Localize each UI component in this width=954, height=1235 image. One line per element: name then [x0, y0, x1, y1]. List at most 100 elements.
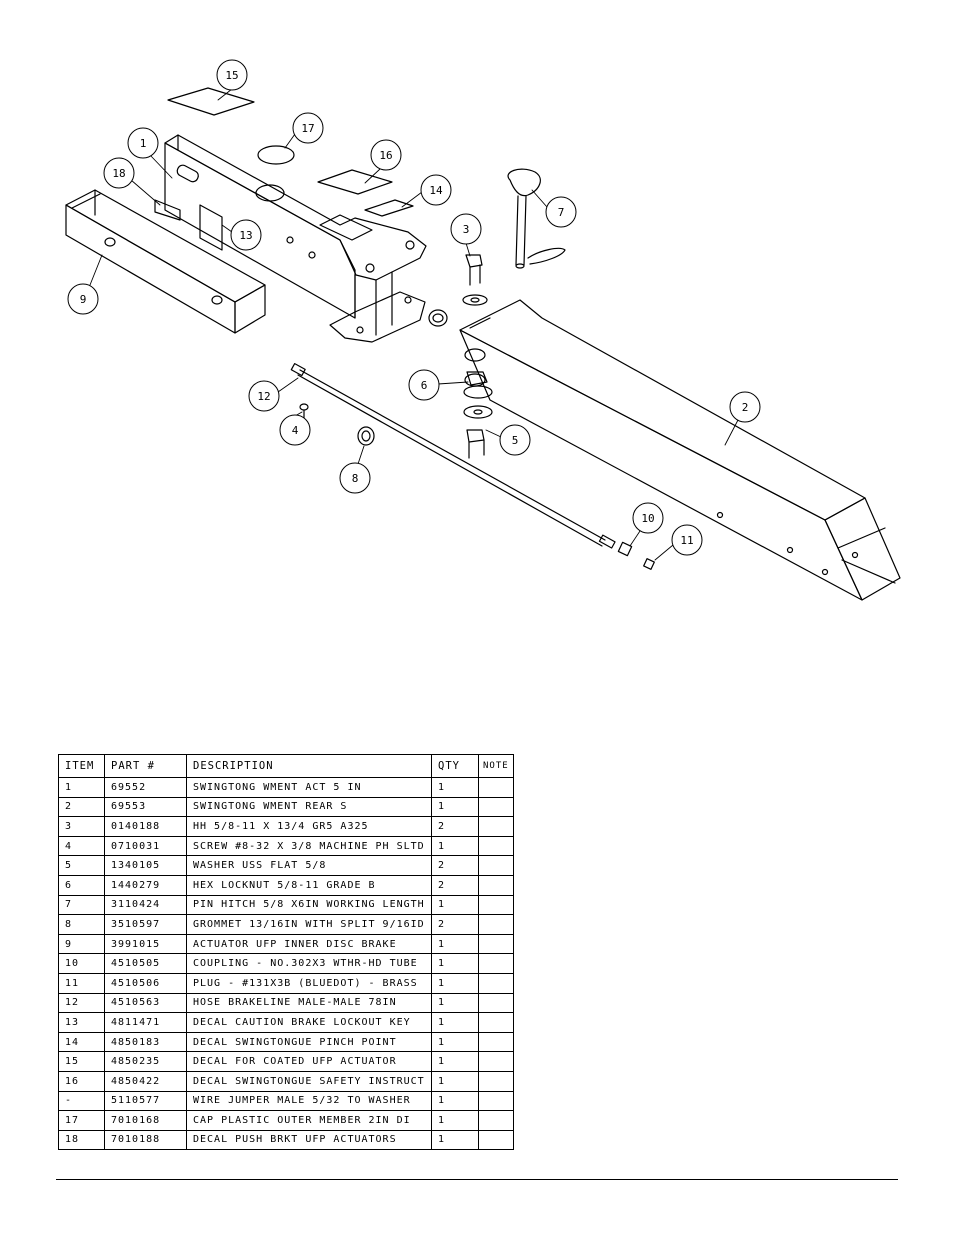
cell-item: 15	[58, 1051, 105, 1072]
callout-number: 16	[379, 149, 392, 162]
cell-item: 11	[58, 972, 105, 994]
cell-description: WASHER USS FLAT 5/8	[186, 855, 432, 876]
cell-description: HOSE BRAKELINE MALE-MALE 78IN	[186, 992, 432, 1014]
callout-number: 17	[301, 122, 314, 135]
callout-10: 10	[632, 502, 664, 534]
cell-note	[478, 1070, 514, 1092]
cell-item: 4	[58, 835, 105, 857]
cell-note	[478, 894, 514, 916]
callout-number: 15	[225, 69, 238, 82]
callout-number: 3	[463, 223, 470, 236]
cell-note	[478, 874, 514, 896]
callout-3: 3	[450, 213, 482, 245]
cell-description: DECAL PUSH BRKT UFP ACTUATORS	[186, 1129, 432, 1151]
callout-number: 1	[140, 137, 147, 150]
cell-qty: 1	[431, 1031, 479, 1053]
callout-number: 18	[112, 167, 125, 180]
callout-number: 8	[352, 472, 359, 485]
table-header-row: ITEM PART # DESCRIPTION QTY NOTE	[58, 754, 514, 778]
callout-1: 1	[127, 127, 159, 159]
callout-circle	[127, 127, 159, 159]
cell-item: 17	[58, 1110, 105, 1131]
cell-item: 18	[58, 1129, 105, 1151]
callout-9: 9	[67, 283, 99, 315]
callout-circle	[545, 196, 577, 228]
cell-part: 7010188	[104, 1129, 187, 1151]
cell-qty: 2	[431, 855, 479, 876]
callout-circle	[103, 157, 135, 189]
cell-note	[478, 835, 514, 857]
cell-part: 4850235	[104, 1051, 187, 1072]
cell-qty: 1	[431, 835, 479, 857]
cell-qty: 1	[431, 1070, 479, 1092]
cell-qty: 1	[431, 933, 479, 955]
callout-15: 15	[216, 59, 248, 91]
cell-item: 10	[58, 953, 105, 974]
cell-qty: 1	[431, 992, 479, 1014]
cell-item: 14	[58, 1031, 105, 1053]
callout-circle	[230, 219, 262, 251]
cell-qty: 2	[431, 914, 479, 935]
cell-part: 0140188	[104, 816, 187, 837]
cell-item: 1	[58, 777, 105, 798]
cell-qty: 1	[431, 1110, 479, 1131]
cell-qty: 1	[431, 1129, 479, 1151]
cell-part: 7010168	[104, 1110, 187, 1131]
cell-note	[478, 816, 514, 837]
cell-description: SWINGTONG WMENT REAR S	[186, 796, 432, 818]
cell-note	[478, 992, 514, 1014]
header-qty: QTY	[431, 754, 479, 778]
cell-description: CAP PLASTIC OUTER MEMBER 2IN DI	[186, 1110, 432, 1131]
callout-circle	[248, 380, 280, 412]
callout-number: 11	[680, 534, 693, 547]
cell-description: HH 5/8-11 X 13/4 GR5 A325	[186, 816, 432, 837]
cell-part: 4850422	[104, 1070, 187, 1092]
cell-item: 12	[58, 992, 105, 1014]
callout-number: 9	[80, 293, 87, 306]
cell-note	[478, 972, 514, 994]
cell-qty: 1	[431, 894, 479, 916]
header-part-number: PART #	[104, 754, 187, 778]
callout-11: 11	[671, 524, 703, 556]
callout-13: 13	[230, 219, 262, 251]
callout-8: 8	[339, 462, 371, 494]
callout-7: 7	[545, 196, 577, 228]
header-note: NOTE	[478, 754, 514, 778]
callout-number: 4	[292, 424, 299, 437]
cell-qty: 2	[431, 874, 479, 896]
cell-qty: 1	[431, 953, 479, 974]
callout-18: 18	[103, 157, 135, 189]
cell-qty: 1	[431, 1051, 479, 1072]
cell-part: 69553	[104, 796, 187, 818]
callout-circle	[279, 414, 311, 446]
callout-17: 17	[292, 112, 324, 144]
cell-item: 5	[58, 855, 105, 876]
cell-item: 3	[58, 816, 105, 837]
cell-part: 1440279	[104, 874, 187, 896]
screw-4	[299, 403, 309, 419]
cell-qty: 1	[431, 972, 479, 994]
cap-17	[257, 145, 295, 165]
cell-part: 4510505	[104, 953, 187, 974]
cell-item: 7	[58, 894, 105, 916]
actuator-weldment	[164, 134, 427, 343]
cell-qty: 1	[431, 1012, 479, 1033]
cell-description: DECAL FOR COATED UFP ACTUATOR	[186, 1051, 432, 1072]
callout-number: 7	[558, 206, 565, 219]
callout-number: 13	[239, 229, 252, 242]
callout-number: 5	[512, 434, 519, 447]
cell-description: COUPLING - NO.302X3 WTHR-HD TUBE	[186, 953, 432, 974]
cell-note	[478, 777, 514, 798]
decal-15	[167, 87, 255, 116]
callout-circle	[632, 502, 664, 534]
